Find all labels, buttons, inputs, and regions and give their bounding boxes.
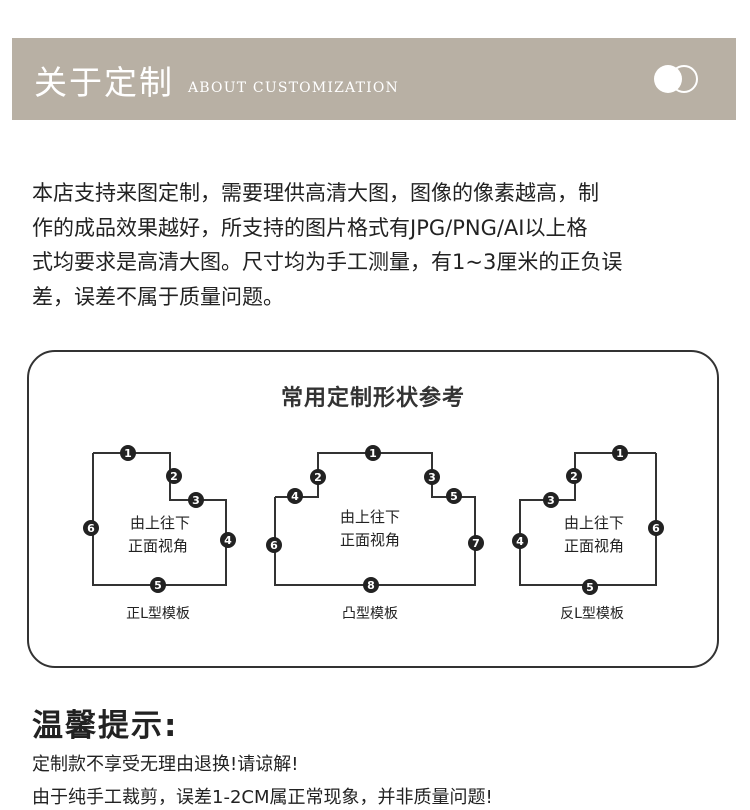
reverse-l-shape-outline: [519, 452, 657, 586]
header-title: 关于定制: [34, 63, 174, 102]
corner-marker: [446, 488, 462, 504]
corner-marker-label: 2: [314, 471, 322, 484]
intro-line: 本店支持来图定制，需要理供高清大图，图像的像素越高，制: [32, 181, 599, 205]
shape-caption: 反L型模板: [560, 606, 624, 622]
intro-line: 式均要求是高清大图。尺寸均为手工测量，有1~3厘米的正负误: [32, 250, 623, 274]
corner-marker-label: 8: [367, 579, 375, 592]
corner-marker-label: 6: [270, 539, 278, 552]
corner-marker: [543, 492, 559, 508]
corner-marker-label: 2: [570, 470, 578, 483]
corner-marker: [648, 520, 664, 536]
corner-marker-label: 3: [547, 494, 555, 507]
corner-marker-label: 4: [516, 535, 524, 548]
tips-line: 定制款不享受无理由退换!请谅解!: [32, 754, 299, 775]
shape-caption: 凸型模板: [342, 606, 398, 622]
corner-marker: [582, 579, 598, 595]
corner-marker: [266, 537, 282, 553]
corner-marker: [188, 492, 204, 508]
corner-marker-label: 3: [192, 494, 200, 507]
corner-marker-label: 2: [170, 470, 178, 483]
tips-line: 由于纯手工裁剪，误差1-2CM属正常现象，并非质量问题!: [32, 787, 493, 808]
corner-marker-label: 7: [472, 537, 480, 550]
corner-marker: [365, 445, 381, 461]
corner-marker-label: 1: [616, 447, 624, 460]
corner-marker-label: 3: [428, 471, 436, 484]
view-label: 由上往下: [340, 508, 400, 526]
header-banner: 关于定制 ABOUT CUSTOMIZATION: [12, 38, 736, 120]
corner-marker-label: 4: [224, 534, 232, 547]
corner-marker: [220, 532, 236, 548]
corner-marker: [150, 577, 166, 593]
corner-marker: [310, 469, 326, 485]
view-label: 正面视角: [128, 537, 188, 555]
card-title: 常用定制形状参考: [280, 386, 465, 411]
intro-line: 差，误差不属于质量问题。: [32, 284, 284, 309]
intro-paragraph: 本店支持来图定制，需要理供高清大图，图像的像素越高，制 作的成品效果越好，所支持…: [32, 176, 722, 314]
view-label: 由上往下: [564, 514, 624, 532]
shape-caption: 正L型模板: [126, 606, 190, 622]
corner-marker-label: 5: [154, 579, 162, 592]
l-shape-outline: [92, 452, 227, 586]
corner-marker: [468, 535, 484, 551]
corner-marker-label: 4: [291, 490, 299, 503]
corner-marker-label: 6: [652, 522, 660, 535]
header-subtitle: ABOUT CUSTOMIZATION: [188, 80, 399, 96]
view-label: 正面视角: [340, 531, 400, 549]
shape-reference-card: 常用定制形状参考: [27, 350, 719, 668]
corner-marker-label: 5: [586, 581, 594, 594]
corner-marker: [166, 468, 182, 484]
tips-title: 温馨提示:: [32, 708, 179, 744]
corner-marker: [612, 445, 628, 461]
corner-marker-label: 1: [369, 447, 377, 460]
corner-marker: [512, 533, 528, 549]
view-label: 由上往下: [130, 514, 190, 532]
corner-marker: [363, 577, 379, 593]
toggle-icon: [654, 65, 702, 93]
intro-line: 作的成品效果越好，所支持的图片格式有JPG/PNG/AI以上格: [32, 215, 588, 240]
corner-marker: [83, 520, 99, 536]
corner-marker: [287, 488, 303, 504]
corner-marker: [120, 445, 136, 461]
corner-marker: [424, 469, 440, 485]
toggle-dot: [654, 65, 682, 93]
corner-marker: [566, 468, 582, 484]
corner-marker-label: 5: [450, 490, 458, 503]
corner-marker-label: 1: [124, 447, 132, 460]
view-label: 正面视角: [564, 537, 624, 555]
corner-marker-label: 6: [87, 522, 95, 535]
